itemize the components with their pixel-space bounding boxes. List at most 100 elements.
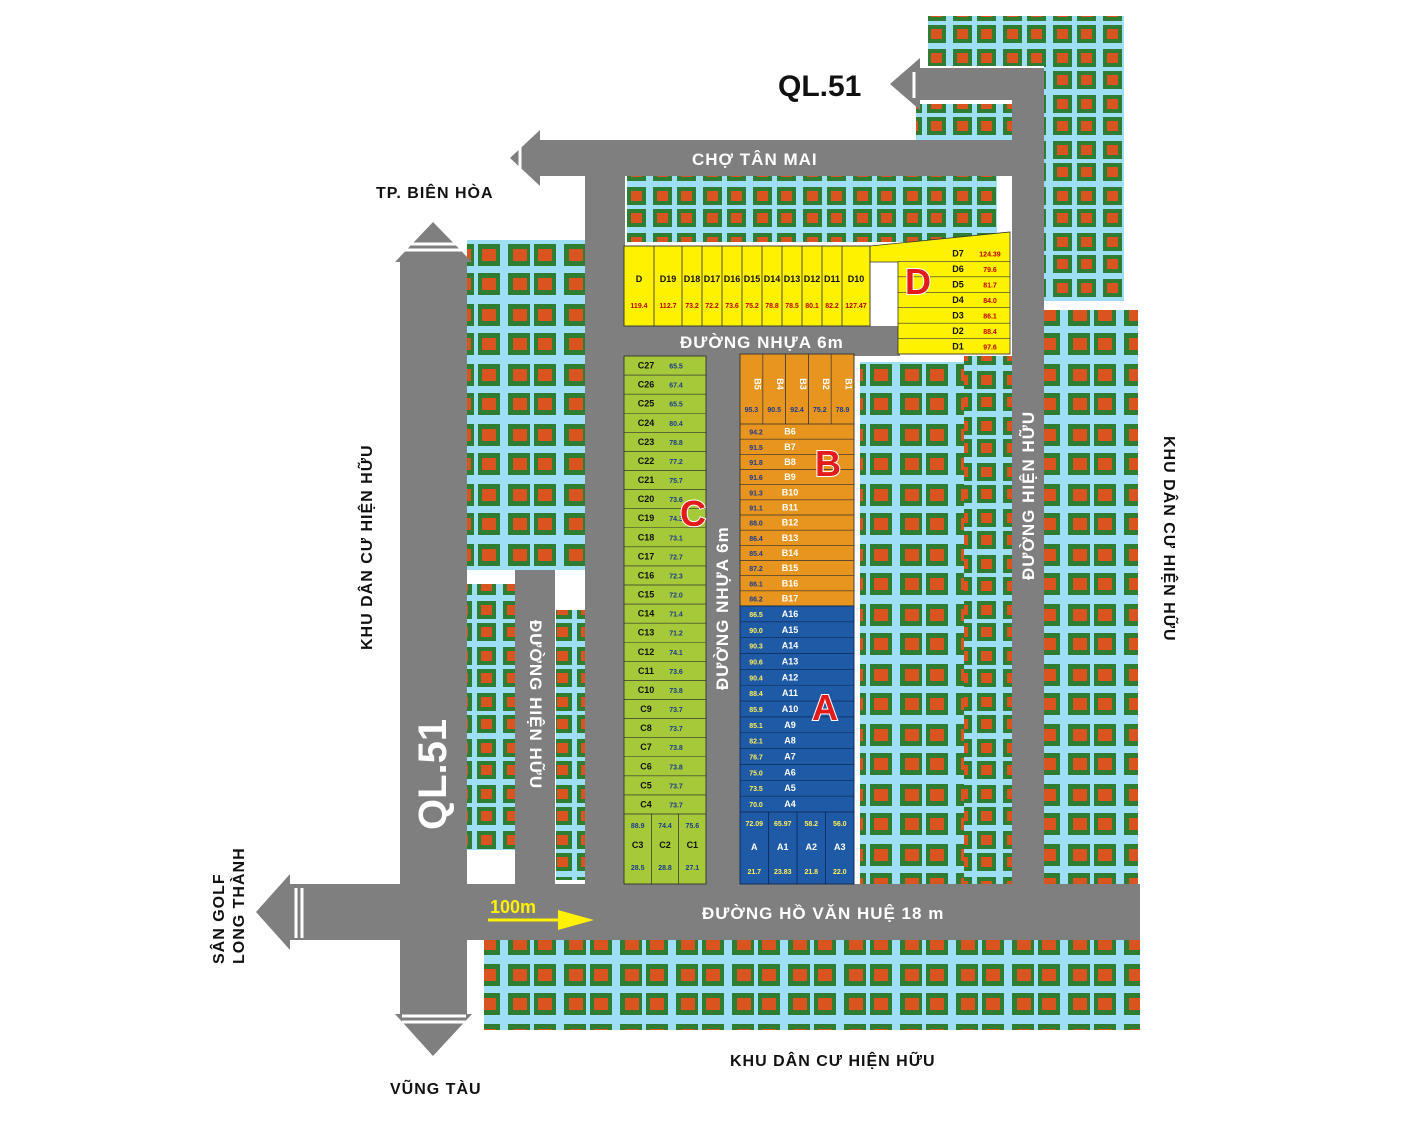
lot-area: 73.6 [669, 669, 683, 676]
lot-area: 94.2 [749, 430, 763, 437]
road-ho-van-hue-arrow [256, 874, 290, 950]
lot-width: 27.1 [686, 865, 700, 872]
block-d-letter: D [905, 261, 931, 302]
lot-id: C18 [638, 532, 655, 542]
lot-id: D13 [784, 274, 801, 284]
lot-id: B16 [782, 578, 799, 588]
label-duong-hien-huu-left: ĐƯỜNG HIỆN HỮU [526, 620, 546, 789]
lot-area: 91.1 [749, 505, 763, 512]
lot-area: 78.9 [836, 407, 850, 414]
lot-id: D14 [764, 274, 781, 284]
lot-area: 119.4 [630, 303, 647, 310]
lot-area: 74.4 [658, 823, 672, 830]
lot-area: 86.4 [749, 536, 763, 543]
lot-id: D11 [824, 274, 840, 284]
lot-area: 91.6 [749, 475, 763, 482]
residential-top-small [916, 104, 1012, 140]
lot-id: B10 [782, 487, 799, 497]
lot-area: 75.7 [669, 478, 683, 485]
lot-width: 21.7 [747, 869, 761, 876]
label-ql51-main: QL.51 [411, 719, 455, 830]
lot-id: C16 [638, 570, 655, 580]
lot-id: B3 [798, 378, 808, 390]
lot-id: C3 [632, 840, 644, 850]
lot-area: 71.4 [669, 612, 683, 619]
lot-area: 75.2 [813, 407, 827, 414]
lot-area: 80.4 [669, 421, 683, 428]
lot-id: D16 [724, 274, 741, 284]
road-existing-left [515, 570, 555, 884]
block-b-letter: B [815, 443, 841, 484]
lot-id: D12 [804, 274, 821, 284]
lot-area: 124.39 [979, 252, 1001, 259]
lot-area: 112.7 [659, 303, 676, 310]
lot-id: A15 [782, 625, 799, 635]
lot-area: 78.5 [785, 303, 799, 310]
lot-width: 23.83 [774, 869, 792, 876]
lot-id: B11 [782, 502, 798, 512]
residential-west-lower [467, 584, 515, 850]
lot-area: 86.5 [749, 612, 763, 619]
lot-id: D6 [952, 264, 964, 274]
lot-area: 75.0 [749, 770, 763, 777]
lot-id: C15 [638, 590, 655, 600]
lot-area: 88.9 [631, 823, 645, 830]
lot-area: 73.8 [669, 745, 683, 752]
lot-id: B5 [752, 378, 762, 390]
road-right-vertical [1012, 68, 1044, 884]
lot-id: B14 [782, 548, 799, 558]
lot-area: 74.1 [669, 650, 683, 657]
lot-c-bottom[interactable] [678, 813, 707, 885]
lot-width: 28.8 [658, 865, 672, 872]
lot-id: D3 [952, 310, 964, 320]
road-west-vertical [585, 176, 625, 884]
lot-id: B2 [821, 378, 831, 390]
lot-id: B12 [782, 518, 799, 528]
lot-area: 79.6 [983, 267, 997, 274]
lot-id: C22 [638, 456, 655, 466]
lot-area: 90.3 [749, 644, 763, 651]
lot-id: D17 [704, 274, 721, 284]
lot-a-bottom[interactable] [825, 811, 855, 885]
lot-id: B15 [782, 563, 799, 573]
lot-area: 84.0 [983, 298, 997, 305]
lot-area: 90.6 [749, 659, 763, 666]
lot-id: D4 [952, 295, 964, 305]
lot-id: D [636, 274, 643, 284]
label-khu-dan-cu-left: KHU DÂN CƯ HIỆN HỮU [356, 444, 376, 650]
lot-id: B8 [784, 457, 796, 467]
lot-id: A5 [784, 783, 796, 793]
lot-area: 77.2 [669, 459, 683, 466]
lot-area: 73.8 [669, 764, 683, 771]
lot-id: D18 [684, 274, 701, 284]
lot-area: 95.3 [745, 407, 759, 414]
lot-area: 86.1 [749, 581, 763, 588]
lot-area: 90.0 [749, 628, 763, 635]
residential-south [484, 940, 1140, 1030]
block-d-top-lots: D119.4D19112.7D1873.2D1772.2D1673.6D1575… [623, 245, 871, 327]
lot-id: D15 [744, 274, 761, 284]
lot-id: D19 [660, 274, 677, 284]
lot-id: C6 [640, 761, 652, 771]
block-d[interactable]: D119.4D19112.7D1873.2D1772.2D1673.6D1575… [623, 231, 1011, 355]
road-ql51-top [920, 68, 1020, 100]
lot-area: 87.2 [749, 566, 763, 573]
lot-area: 73.2 [685, 303, 699, 310]
lot-width: 28.5 [631, 865, 645, 872]
label-duong-nhua-mid: ĐƯỜNG NHỰA 6m [713, 526, 732, 690]
lot-area: 72.3 [669, 573, 683, 580]
lot-id: A6 [784, 767, 796, 777]
lot-area: 72.2 [705, 303, 719, 310]
lot-area: 91.5 [749, 445, 763, 452]
lot-area: 88.0 [749, 521, 763, 528]
lot-d-top[interactable] [841, 245, 871, 327]
lot-area: 92.4 [790, 407, 804, 414]
lot-id: C25 [638, 399, 655, 409]
lot-id: A2 [805, 842, 817, 852]
lot-id: A10 [782, 704, 799, 714]
